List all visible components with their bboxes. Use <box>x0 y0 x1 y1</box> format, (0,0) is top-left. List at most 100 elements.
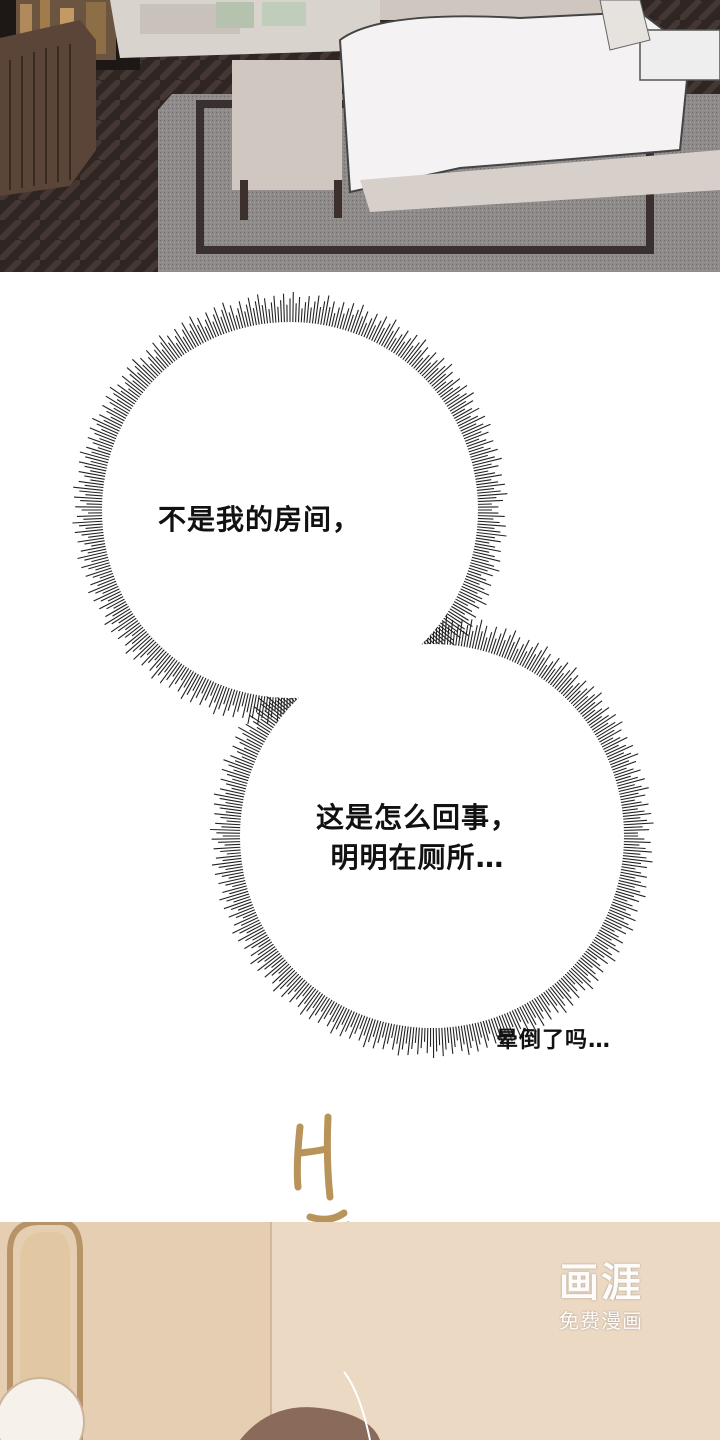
bubble-hatch-line <box>250 943 279 965</box>
bubble-hatch-line <box>348 1009 362 1039</box>
bubble-hatch-line <box>245 304 253 331</box>
bubble-hatch-line <box>117 384 142 403</box>
bubble-hatch-line <box>84 465 111 473</box>
bubble-hatch-line <box>249 714 276 733</box>
bubble-hatch-line <box>376 323 391 349</box>
bubble-hatch-line <box>471 536 501 543</box>
bubble-hatch-line <box>560 972 578 992</box>
bubble-hatch-line <box>79 490 107 495</box>
bubble-hatch-line <box>229 305 239 334</box>
bubble-hatch-line <box>473 520 500 524</box>
bubble-hatch-line <box>507 1007 522 1037</box>
bubble-hatch-line <box>462 1021 470 1055</box>
bubble-hatch-line <box>84 475 109 481</box>
bubble-hatch-line <box>362 1014 375 1048</box>
bubble-hatch-line <box>222 302 234 336</box>
bubble-hatch-line <box>564 680 587 703</box>
bubble-hatch-line <box>174 663 190 685</box>
bubble-hatch-line <box>341 308 350 334</box>
bubble-hatch-line <box>140 638 160 658</box>
bubble-hatch-line <box>573 694 596 714</box>
bubble-hatch-line <box>236 750 260 762</box>
bubble-hatch-line <box>452 1022 456 1048</box>
bubble-hatch-line <box>569 686 595 709</box>
bubble-hatch-line <box>510 1006 522 1030</box>
bubble-hatch-line <box>91 417 124 434</box>
bubble-hatch-line <box>73 486 108 492</box>
bubble-hatch-line <box>208 680 221 708</box>
bubble-hatch-line <box>592 932 616 947</box>
bubble-hatch-line <box>166 658 183 681</box>
bubble-hatch-line <box>441 620 444 649</box>
bubble-hatch-line <box>597 925 619 938</box>
bubble-hatch-line <box>473 619 483 653</box>
bubble-hatch-line <box>466 448 498 459</box>
bubble-hatch-line <box>132 358 158 384</box>
bubble-hatch-line <box>472 483 505 489</box>
bubble-hatch-line <box>386 1019 394 1044</box>
bubble-hatch-line <box>473 514 505 517</box>
bubble-hatch-line <box>470 545 501 553</box>
bubble-hatch-line <box>222 884 251 894</box>
bubble-hatch-line <box>435 378 461 398</box>
bubble-hatch-line <box>616 794 646 802</box>
bubble-hatch-line <box>451 407 480 424</box>
bubble-hatch-line <box>85 456 113 465</box>
bubble-hatch-line <box>545 985 567 1014</box>
bubble-hatch-line <box>499 1010 513 1042</box>
bubble-hatch-line <box>615 787 649 796</box>
bubble-hatch-line <box>215 822 245 826</box>
bubble-hatch-line <box>90 574 118 586</box>
bubble-hatch-line <box>272 963 295 984</box>
bubble-hatch-line <box>218 862 247 868</box>
bubble-hatch-line <box>418 360 438 380</box>
bubble-hatch-line <box>242 689 250 719</box>
bubble-hatch-line <box>77 550 111 560</box>
bubble-hatch-line <box>455 589 487 606</box>
bubble-hatch-line <box>545 665 563 687</box>
bubble-hatch-line <box>147 356 166 376</box>
thought-text-fainted: 晕倒了吗… <box>496 1028 612 1053</box>
bubble-hatch-line <box>110 613 139 633</box>
bubble-hatch-line <box>502 630 517 663</box>
bubble-hatch-line <box>149 648 170 671</box>
bubble-hatch-line <box>558 974 580 999</box>
bubble-hatch-line <box>379 319 397 350</box>
bubble-hatch-line <box>519 646 534 671</box>
bubble-hatch-line <box>314 993 330 1016</box>
bubble-hatch-line <box>261 703 284 722</box>
bubble-hatch-line <box>106 596 129 610</box>
bubble-hatch-line <box>100 589 125 602</box>
bubble-hatch-line <box>211 838 245 840</box>
bubble-hatch-line <box>232 917 264 934</box>
bubble-hatch-line <box>134 365 156 386</box>
bubble-hatch-line <box>619 849 652 853</box>
bubble-hatch-line <box>89 427 120 441</box>
bubble-hatch-line <box>126 367 152 390</box>
bubble-hatch-line <box>344 1007 357 1032</box>
bubble-hatch-line <box>273 295 277 327</box>
bubble-hatch-line <box>591 934 620 953</box>
bubble-hatch-line <box>609 897 633 907</box>
bubble-hatch-line <box>450 408 473 421</box>
bubble-hatch-line <box>457 423 484 436</box>
bubble-hatch-line <box>619 819 648 823</box>
bubble-hatch-line <box>221 768 253 780</box>
bubble-hatch-line <box>250 939 276 957</box>
bubble-hatch-line <box>232 687 242 718</box>
bubble-hatch-line <box>238 301 247 332</box>
bubble-hatch-line <box>583 946 609 965</box>
bubble-hatch-line <box>397 1021 404 1056</box>
bubble-hatch-line <box>157 653 176 676</box>
bubble-hatch-line <box>152 342 174 369</box>
bubble-hatch-line <box>280 972 304 998</box>
bedroom-panel <box>0 0 720 272</box>
bubble-hatch-line <box>467 456 495 465</box>
watermark-title: 画涯 <box>559 1260 643 1306</box>
bubble-hatch-line <box>569 963 591 983</box>
bubble-hatch-line <box>311 301 316 328</box>
bubble-hatch-line <box>88 579 120 594</box>
bubble-hatch-line <box>433 379 454 396</box>
bubble-hatch-line <box>257 946 281 964</box>
bubble-hatch-line <box>529 996 544 1019</box>
